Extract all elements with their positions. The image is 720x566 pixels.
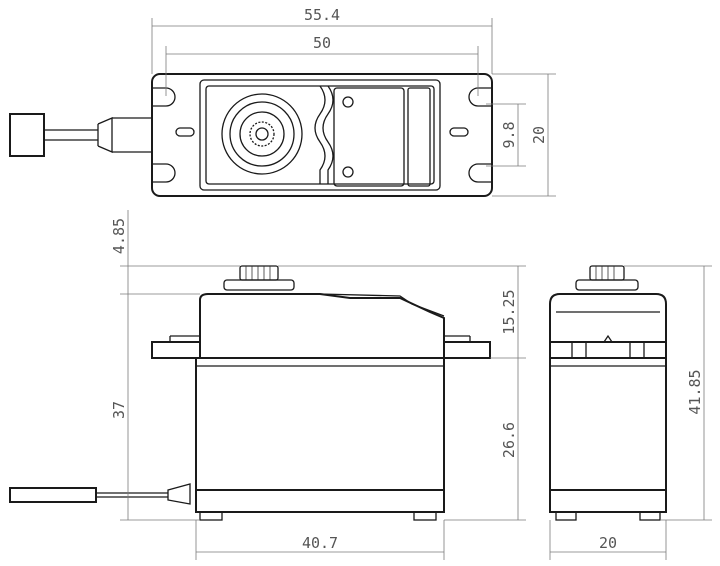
side-connector-plug <box>9 487 97 503</box>
dim-side-gear-top: 4.85 <box>110 218 128 254</box>
dim-top-hole-gap: 9.8 <box>500 121 518 148</box>
dim-side-upper: 15.25 <box>500 289 518 334</box>
end-bottom-case <box>549 489 667 513</box>
dim-top-total-width: 55.4 <box>304 6 340 24</box>
side-wire-boot <box>167 483 191 505</box>
side-top-case <box>199 293 445 342</box>
top-body-outline <box>151 73 493 197</box>
top-wire-boot <box>97 117 113 153</box>
dim-side-body-height: 37 <box>110 401 128 419</box>
top-output-gear <box>221 93 303 175</box>
end-top-case <box>549 293 667 342</box>
side-flange-left <box>151 341 201 359</box>
side-flange-right <box>443 341 491 359</box>
dim-end-width: 20 <box>599 534 617 552</box>
dim-top-hole-spacing: 50 <box>313 34 331 52</box>
dim-side-lower: 26.6 <box>500 422 518 458</box>
top-view: 55.4 50 9.8 20 <box>9 6 556 197</box>
dim-side-body-width: 40.7 <box>302 534 338 552</box>
end-flange <box>549 341 667 359</box>
dim-end-total-height: 41.85 <box>686 369 704 414</box>
side-bottom-case <box>195 489 445 513</box>
end-output-spline <box>589 265 625 281</box>
top-connector-plug <box>9 113 45 157</box>
side-main-body <box>195 357 445 491</box>
side-view: 4.85 37 15.25 26.6 40.7 <box>9 210 526 560</box>
end-view: 41.85 20 <box>549 265 712 560</box>
end-main-body <box>549 357 667 491</box>
dim-top-depth: 20 <box>530 126 548 144</box>
